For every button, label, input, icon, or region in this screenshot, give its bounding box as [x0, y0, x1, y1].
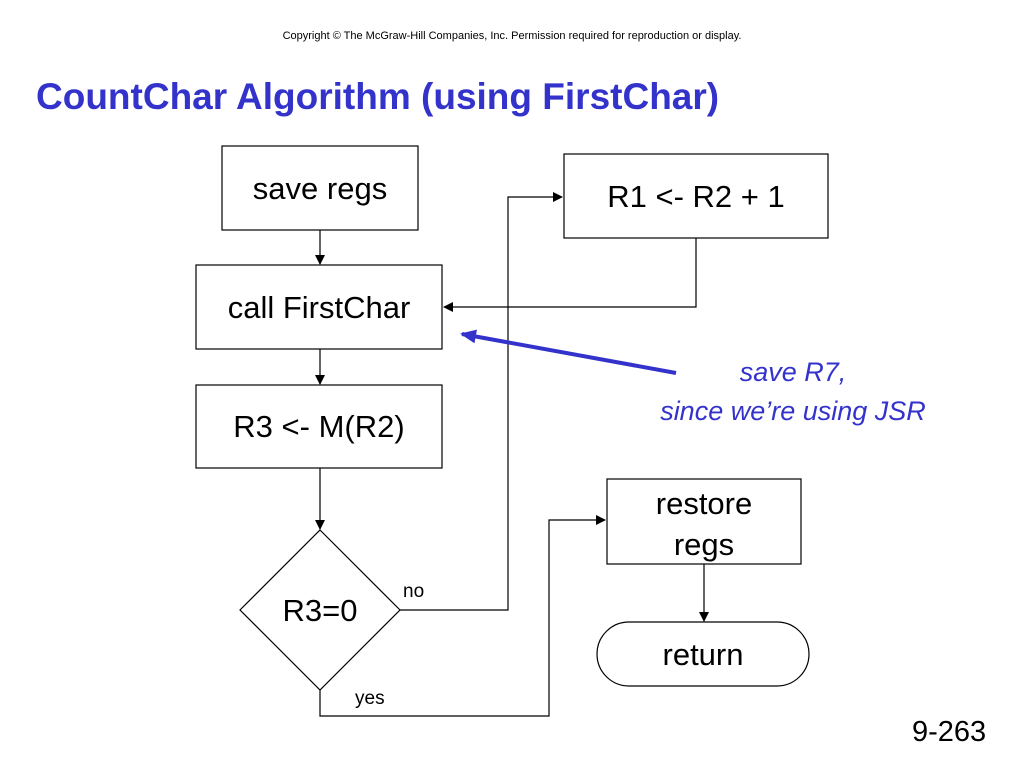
edge-r1-to-call	[443, 238, 697, 312]
node-decision-label: R3=0	[283, 593, 358, 628]
node-restore-regs-label-line1: restore	[656, 486, 752, 521]
node-decision: R3=0	[239, 529, 401, 691]
node-restore-regs-label-line2: regs	[674, 527, 734, 562]
node-call-firstchar-label: call FirstChar	[228, 290, 411, 325]
annotation-line1: save R7,	[740, 357, 847, 387]
edge-yes-label: yes	[355, 688, 385, 709]
edge-no-to-r1	[400, 192, 563, 611]
node-return: return	[596, 621, 810, 687]
node-r3-load: R3 <- M(R2)	[195, 384, 443, 469]
edge-yes-to-restore	[319, 515, 606, 717]
slide-title: CountChar Algorithm (using FirstChar)	[36, 76, 720, 117]
node-r1-assign-label: R1 <- R2 + 1	[607, 179, 784, 214]
edge-no-label: no	[403, 581, 424, 602]
node-r1-assign: R1 <- R2 + 1	[563, 153, 829, 239]
annotation-arrow	[460, 329, 677, 375]
slide-number: 9-263	[912, 716, 987, 748]
node-return-label: return	[663, 637, 744, 672]
node-restore-regs: restore regs	[606, 478, 802, 565]
annotation-line2: since we’re using JSR	[660, 396, 926, 426]
copyright-notice: Copyright © The McGraw-Hill Companies, I…	[282, 30, 742, 42]
node-save-regs: save regs	[221, 145, 419, 231]
node-call-firstchar: call FirstChar	[195, 264, 443, 350]
node-r3-load-label: R3 <- M(R2)	[233, 409, 404, 444]
node-save-regs-label: save regs	[253, 171, 387, 206]
